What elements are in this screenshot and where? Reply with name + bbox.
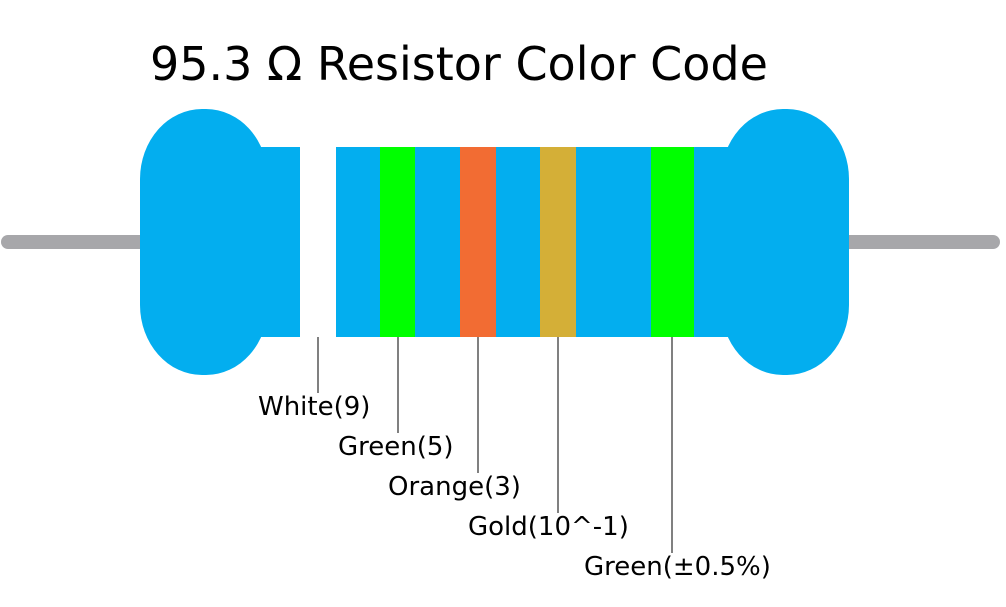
color-band-1 [300,147,336,337]
band-label-2: Green(5) [338,432,454,462]
color-band-2 [380,147,415,337]
color-band-3 [460,147,496,337]
band-label-3: Orange(3) [388,472,521,502]
band-label-5: Green(±0.5%) [584,552,771,582]
band-label-4: Gold(10^-1) [468,512,629,542]
diagram-title: 95.3 Ω Resistor Color Code [150,37,768,91]
color-band-4 [540,147,576,337]
color-band-5 [651,147,694,337]
band-label-1: White(9) [258,392,370,422]
